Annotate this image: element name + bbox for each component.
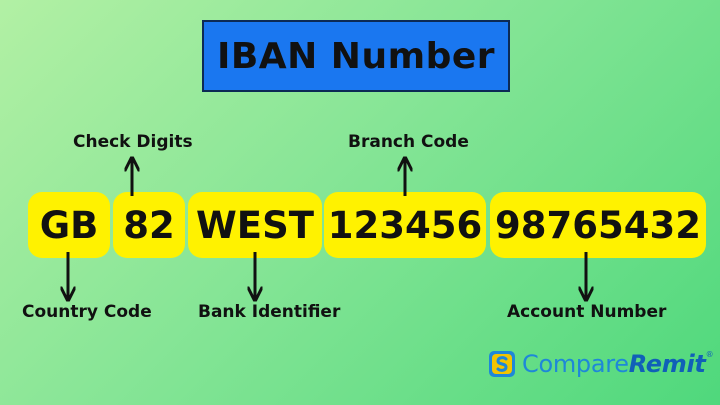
segment-branch-code: 123456 <box>324 192 486 258</box>
label-account-number: Account Number <box>507 302 667 322</box>
label-country-code: Country Code <box>22 302 152 322</box>
segment-account-number: 98765432 <box>490 192 706 258</box>
segment-text-account-number: 98765432 <box>495 203 701 247</box>
segment-country-code: GB <box>28 192 110 258</box>
logo-part-remit: Remit <box>628 350 706 378</box>
label-branch-code: Branch Code <box>348 132 469 152</box>
compareremit-logo-icon <box>489 351 515 377</box>
segment-text-check-digits: 82 <box>123 203 175 247</box>
segment-bank-identifier: WEST <box>188 192 322 258</box>
segment-text-branch-code: 123456 <box>327 203 483 247</box>
title-box: IBAN Number <box>202 20 510 92</box>
logo-wordmark: CompareRemit® <box>522 350 714 378</box>
segment-check-digits: 82 <box>113 192 185 258</box>
logo-part-compare: Compare <box>522 350 629 378</box>
logo-registered-mark: ® <box>705 350 714 359</box>
segment-text-country-code: GB <box>39 203 99 247</box>
label-check-digits: Check Digits <box>73 132 193 152</box>
compareremit-logo: CompareRemit® <box>488 350 714 378</box>
page-title: IBAN Number <box>216 35 496 77</box>
segment-text-bank-identifier: WEST <box>196 203 314 247</box>
label-bank-identifier: Bank Identifier <box>198 302 341 322</box>
